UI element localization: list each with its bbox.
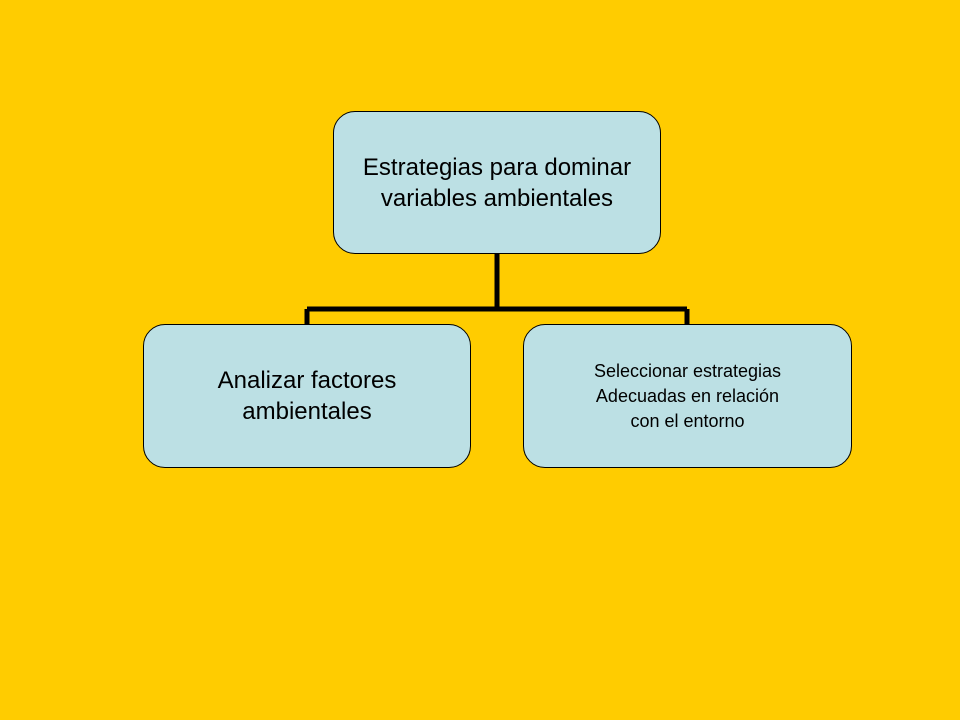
- child-node-seleccionar-estrategias: Seleccionar estrategias Adecuadas en rel…: [523, 324, 852, 468]
- child-node-analizar-factores: Analizar factores ambientales: [143, 324, 471, 468]
- root-node-estrategias: Estrategias para dominar variables ambie…: [333, 111, 661, 254]
